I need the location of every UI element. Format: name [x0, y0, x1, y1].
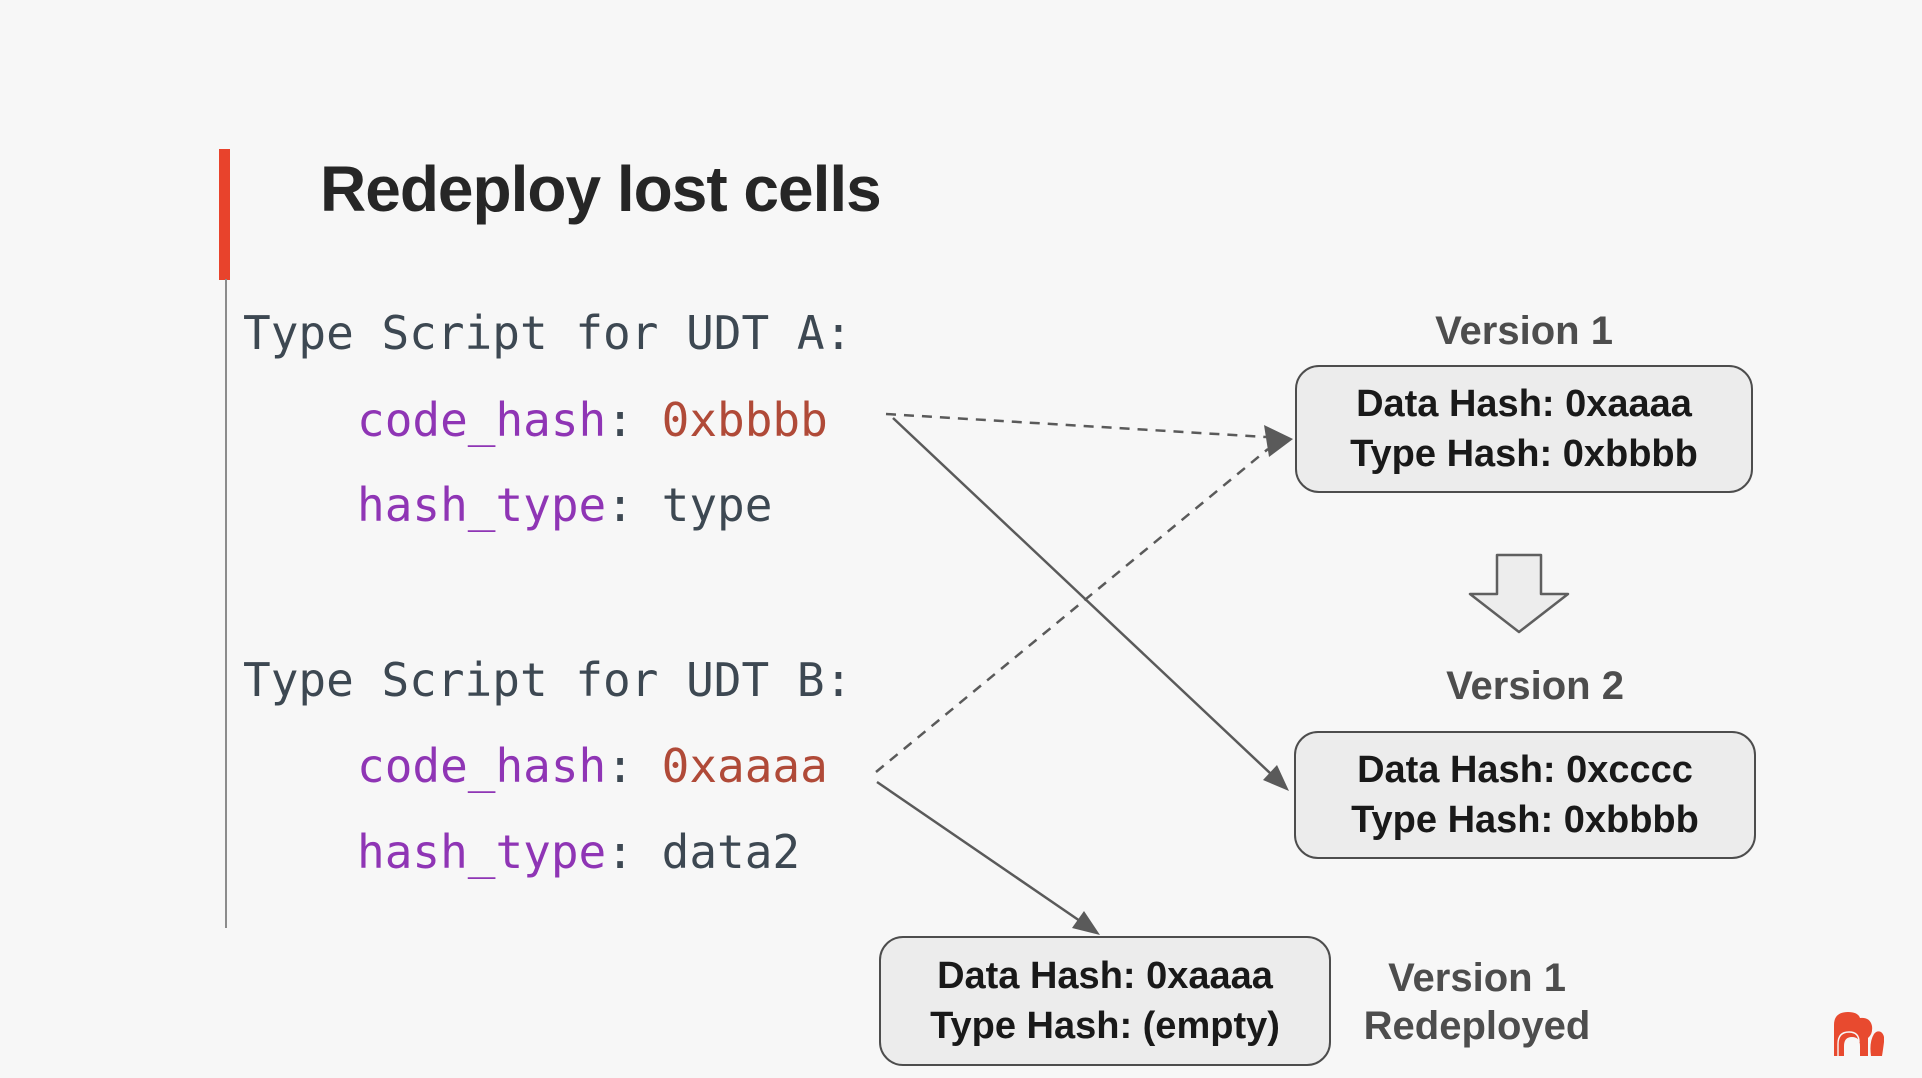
redeployed-label-line1: Version 1	[1388, 956, 1566, 1000]
redeployed-cell-box: Data Hash: 0xaaaa Type Hash: (empty)	[879, 936, 1331, 1066]
code-a-code-hash-value: 0xbbbb	[661, 393, 828, 447]
code-b-hash-type-key: hash_type	[357, 825, 607, 879]
slide-title: Redeploy lost cells	[320, 153, 882, 225]
code-b-hash-type-line: hash_type: data2	[357, 829, 800, 875]
redeployed-type-hash: Type Hash: (empty)	[930, 1005, 1280, 1047]
version1-data-hash: Data Hash: 0xaaaa	[1356, 383, 1692, 425]
code-a-hash-type-line: hash_type: type	[357, 482, 772, 528]
code-a-hash-type-sep: :	[606, 478, 662, 532]
solid-arrow-b-to-redeployed	[876, 780, 1081, 923]
code-b-code-hash-line: code_hash: 0xaaaa	[357, 743, 828, 789]
arrowhead-version2-icon	[1263, 765, 1289, 791]
code-b-hash-type-value: data2	[661, 825, 801, 879]
code-b-code-hash-key: code_hash	[357, 739, 607, 793]
down-block-arrow-icon	[1468, 553, 1570, 634]
version1-label: Version 1	[1435, 309, 1613, 353]
code-b-code-hash-value: 0xaaaa	[661, 739, 828, 793]
redeployed-label: Version 1 Redeployed	[1317, 954, 1637, 1050]
dashed-arrow-b-to-version1	[875, 448, 1269, 773]
dashed-arrow-a-to-version1	[885, 412, 1267, 439]
code-b-heading: Type Script for UDT B:	[243, 653, 853, 707]
solid-arrow-a-to-version2	[892, 417, 1272, 775]
code-a-hash-type-key: hash_type	[357, 478, 607, 532]
code-a-code-hash-line: code_hash: 0xbbbb	[357, 397, 828, 443]
gorilla-logo-icon	[1834, 1012, 1884, 1056]
version2-cell-box: Data Hash: 0xcccc Type Hash: 0xbbbb	[1294, 731, 1756, 859]
version2-label: Version 2	[1446, 664, 1624, 708]
code-b-hash-type-sep: :	[606, 825, 662, 879]
code-a-code-hash-key: code_hash	[357, 393, 607, 447]
version1-type-hash: Type Hash: 0xbbbb	[1350, 433, 1698, 475]
arrowhead-redeployed-icon	[1072, 911, 1100, 935]
left-guide-line	[225, 279, 227, 928]
code-a-hash-type-value: type	[661, 478, 773, 532]
arrowhead-version1-icon	[1264, 425, 1293, 457]
code-a-heading: Type Script for UDT A:	[243, 306, 853, 360]
redeployed-data-hash: Data Hash: 0xaaaa	[937, 955, 1273, 997]
version2-type-hash: Type Hash: 0xbbbb	[1351, 799, 1699, 841]
redeployed-label-line2: Redeployed	[1363, 1004, 1591, 1048]
version1-cell-box: Data Hash: 0xaaaa Type Hash: 0xbbbb	[1295, 365, 1753, 493]
title-accent-bar	[219, 149, 230, 280]
version2-data-hash: Data Hash: 0xcccc	[1357, 749, 1693, 791]
code-b-code-hash-sep: :	[606, 739, 662, 793]
code-a-code-hash-sep: :	[606, 393, 662, 447]
